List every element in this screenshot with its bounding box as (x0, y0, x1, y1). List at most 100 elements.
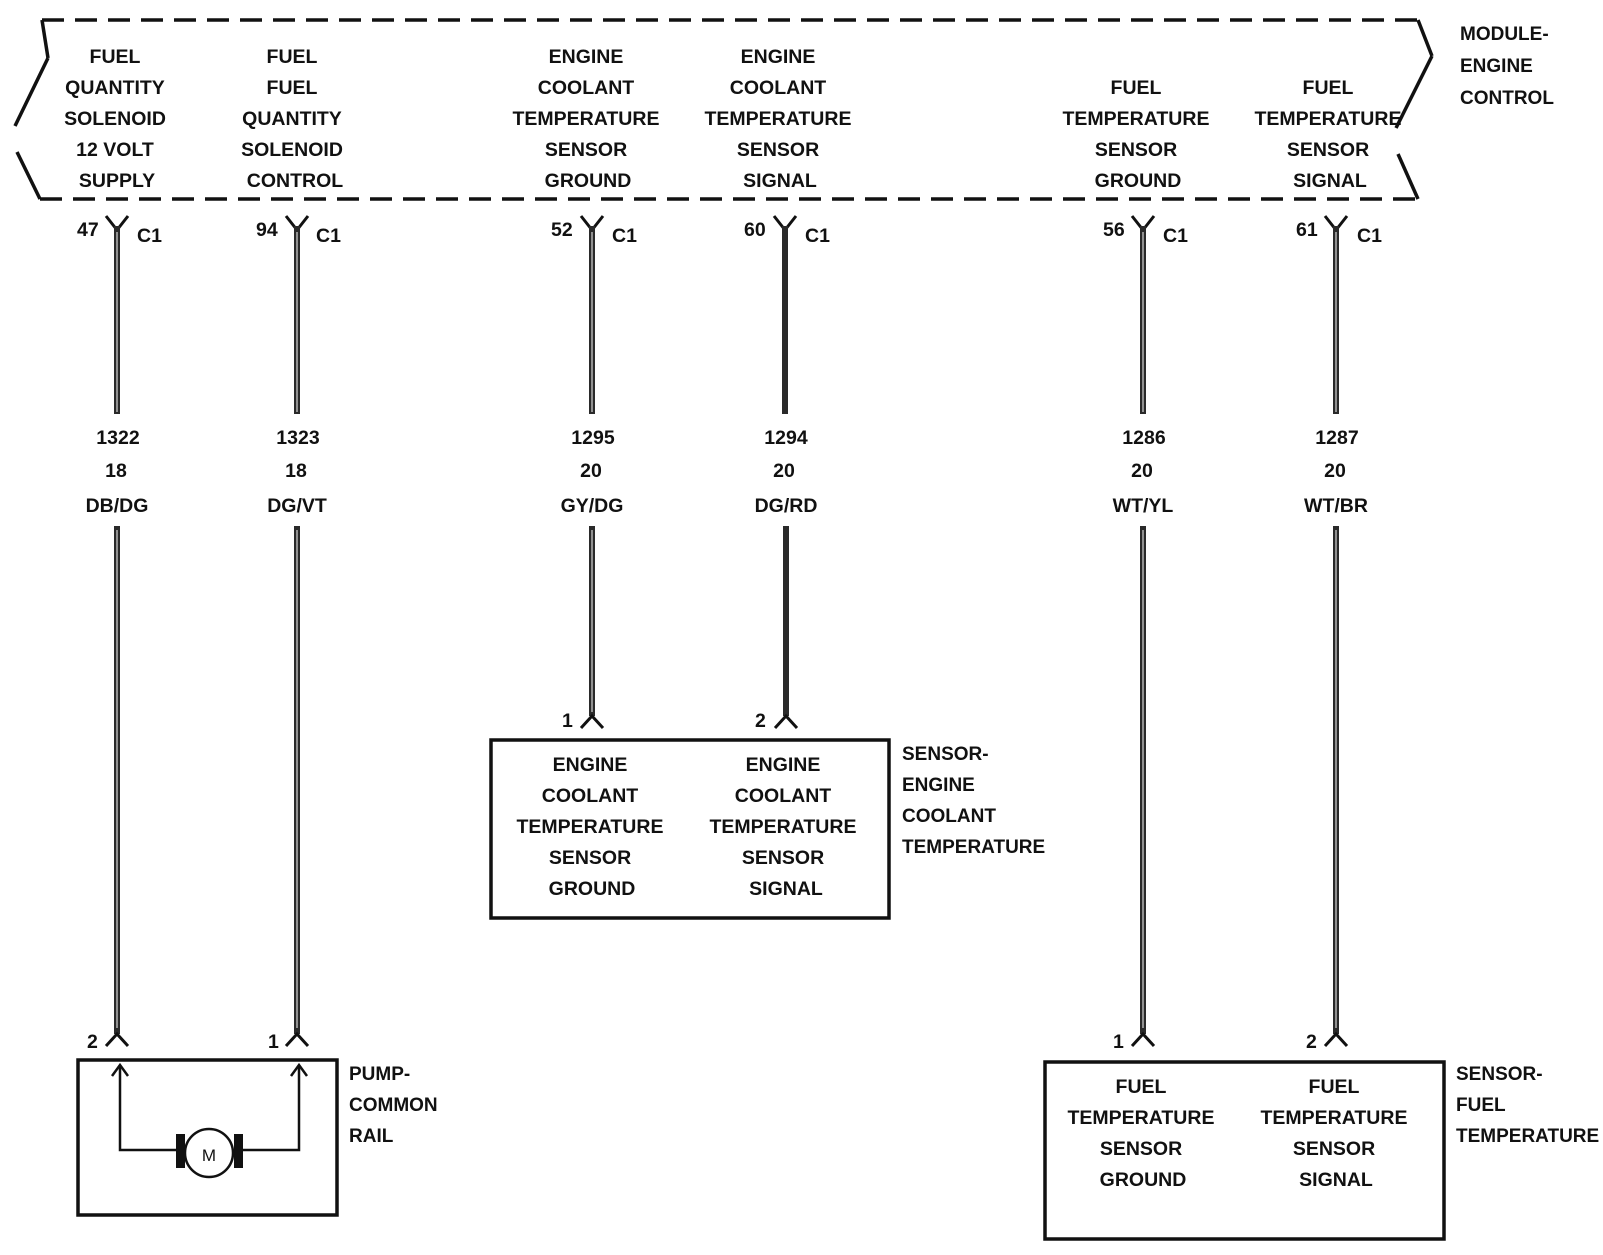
connector-caret-symbol (1323, 1031, 1349, 1048)
module-title: MODULE- ENGINE CONTROL (1460, 24, 1554, 109)
circuit-label-ect-signal: ENGINE COOLANT TEMPERATURE SENSOR SIGNAL (705, 46, 852, 192)
module-title-line-3: CONTROL (1460, 88, 1554, 109)
pin-number: 60 (744, 219, 766, 241)
connector-caret-symbol (104, 1031, 130, 1048)
wire-color: DB/DG (86, 495, 149, 517)
module-left-break (40, 19, 50, 59)
module-pins: 47 C1 94 C1 52 C1 60 C1 56 C1 61 C1 (77, 219, 1382, 247)
connector-id: C1 (1163, 225, 1188, 247)
ft-inner-left-line: FUEL (1116, 1076, 1167, 1098)
circuit-label-line: ENGINE (741, 46, 816, 68)
ect-sensor-name-line: ENGINE (902, 775, 975, 796)
ft-sensor-name-line: FUEL (1456, 1095, 1506, 1116)
component-connector-symbols (104, 713, 1349, 1048)
connector-caret-symbol (284, 1031, 310, 1048)
wire-gauge: 20 (773, 460, 795, 482)
module-title-line-1: MODULE- (1460, 24, 1549, 45)
component-pin-number: 1 (562, 710, 573, 732)
circuit-label-line: QUANTITY (65, 77, 165, 99)
motor-label: M (202, 1146, 216, 1165)
ft-inner-right-line: SIGNAL (1299, 1169, 1373, 1191)
ect-inner-left-line: GROUND (549, 878, 636, 900)
module-right-break (1416, 19, 1434, 57)
connector-id: C1 (612, 225, 637, 247)
wire-color: WT/BR (1304, 495, 1368, 517)
wire-gauge: 20 (580, 460, 602, 482)
ft-inner-right-line: TEMPERATURE (1261, 1107, 1408, 1129)
circuit-label-line: SOLENOID (64, 108, 166, 130)
component-pin-number: 2 (87, 1031, 98, 1053)
ect-inner-right-line: SENSOR (742, 847, 824, 869)
pin-number: 56 (1103, 219, 1125, 241)
circuit-label-line: FUEL (267, 77, 318, 99)
ft-inner-left-line: SENSOR (1100, 1138, 1182, 1160)
ect-sensor-name-line: COOLANT (902, 806, 996, 827)
ft-sensor-name-line: SENSOR- (1456, 1064, 1543, 1085)
circuit-label-line: CONTROL (247, 170, 343, 192)
pin-number: 52 (551, 219, 573, 241)
component-pump-common-rail: 2 1 M PUMP- COMMON RAIL (76, 1031, 438, 1217)
circuit-label-line: ENGINE (549, 46, 624, 68)
ft-inner-left-line: TEMPERATURE (1068, 1107, 1215, 1129)
pump-arrow-left (110, 1062, 130, 1077)
wire-color: DG/VT (267, 495, 327, 517)
circuit-number: 1322 (96, 427, 140, 449)
ect-sensor-box (489, 738, 891, 920)
wires-lower (114, 526, 1339, 1034)
circuit-label-line: FUEL (90, 46, 141, 68)
ect-inner-left-line: ENGINE (553, 754, 628, 776)
circuit-number: 1286 (1122, 427, 1166, 449)
circuit-label-line: 12 VOLT (76, 139, 154, 161)
circuit-label-line: SENSOR (1287, 139, 1369, 161)
circuit-number: 1294 (764, 427, 808, 449)
connector-caret-symbol (773, 713, 799, 730)
circuit-label-line: FUEL (267, 46, 318, 68)
wire-gauge: 18 (285, 460, 307, 482)
ect-inner-right-line: SIGNAL (749, 878, 823, 900)
pump-internal-wire-right (241, 1066, 301, 1152)
circuit-label-line: SUPPLY (79, 170, 155, 192)
circuit-label-ft-ground: FUEL TEMPERATURE SENSOR GROUND (1063, 77, 1210, 192)
circuit-number: 1295 (571, 427, 615, 449)
circuit-label-line: FUEL (1303, 77, 1354, 99)
circuit-label-line: SIGNAL (1293, 170, 1367, 192)
ft-sensor-name-line: TEMPERATURE (1456, 1126, 1599, 1147)
ect-sensor-name-line: SENSOR- (902, 744, 989, 765)
circuit-number: 1323 (276, 427, 320, 449)
component-ft-sensor: 1 2 FUEL TEMPERATURE SENSOR GROUND FUEL … (1043, 1031, 1599, 1241)
component-pin-number: 2 (1306, 1031, 1317, 1053)
wire-gauge: 20 (1131, 460, 1153, 482)
wires-upper-inner (116, 232, 1337, 412)
circuit-label-line: SOLENOID (241, 139, 343, 161)
wire-color: DG/RD (755, 495, 818, 517)
wire-color: WT/YL (1113, 495, 1174, 517)
ect-inner-right-line: TEMPERATURE (710, 816, 857, 838)
connector-id: C1 (805, 225, 830, 247)
component-pin-number: 2 (755, 710, 766, 732)
connector-id: C1 (137, 225, 162, 247)
pump-internal-wire-left (118, 1066, 178, 1152)
circuit-label-ft-signal: FUEL TEMPERATURE SENSOR SIGNAL (1255, 77, 1402, 192)
circuit-label-line: SENSOR (1095, 139, 1177, 161)
circuit-label-line: COOLANT (730, 77, 826, 99)
module-left-break-2 (13, 57, 50, 127)
ft-inner-right-line: FUEL (1309, 1076, 1360, 1098)
circuit-label-line: TEMPERATURE (705, 108, 852, 130)
ft-inner-right-line: SENSOR (1293, 1138, 1375, 1160)
wire-ids: 1322 18 DB/DG 1323 18 DG/VT 1295 20 GY/D… (86, 427, 1368, 517)
circuit-label-line: FUEL (1111, 77, 1162, 99)
pin-number: 94 (256, 219, 278, 241)
pump-name-line: COMMON (349, 1095, 438, 1116)
ect-inner-right-line: COOLANT (735, 785, 831, 807)
module-right-break-3 (1396, 153, 1420, 200)
module-connector-symbols (104, 215, 1349, 233)
circuit-label-line: GROUND (1095, 170, 1182, 192)
motor-brush-left (176, 1134, 185, 1168)
pin-number: 61 (1296, 219, 1318, 241)
circuit-label-line: TEMPERATURE (513, 108, 660, 130)
connector-id: C1 (316, 225, 341, 247)
ect-sensor-name-line: TEMPERATURE (902, 837, 1045, 858)
motor-icon (183, 1127, 235, 1179)
